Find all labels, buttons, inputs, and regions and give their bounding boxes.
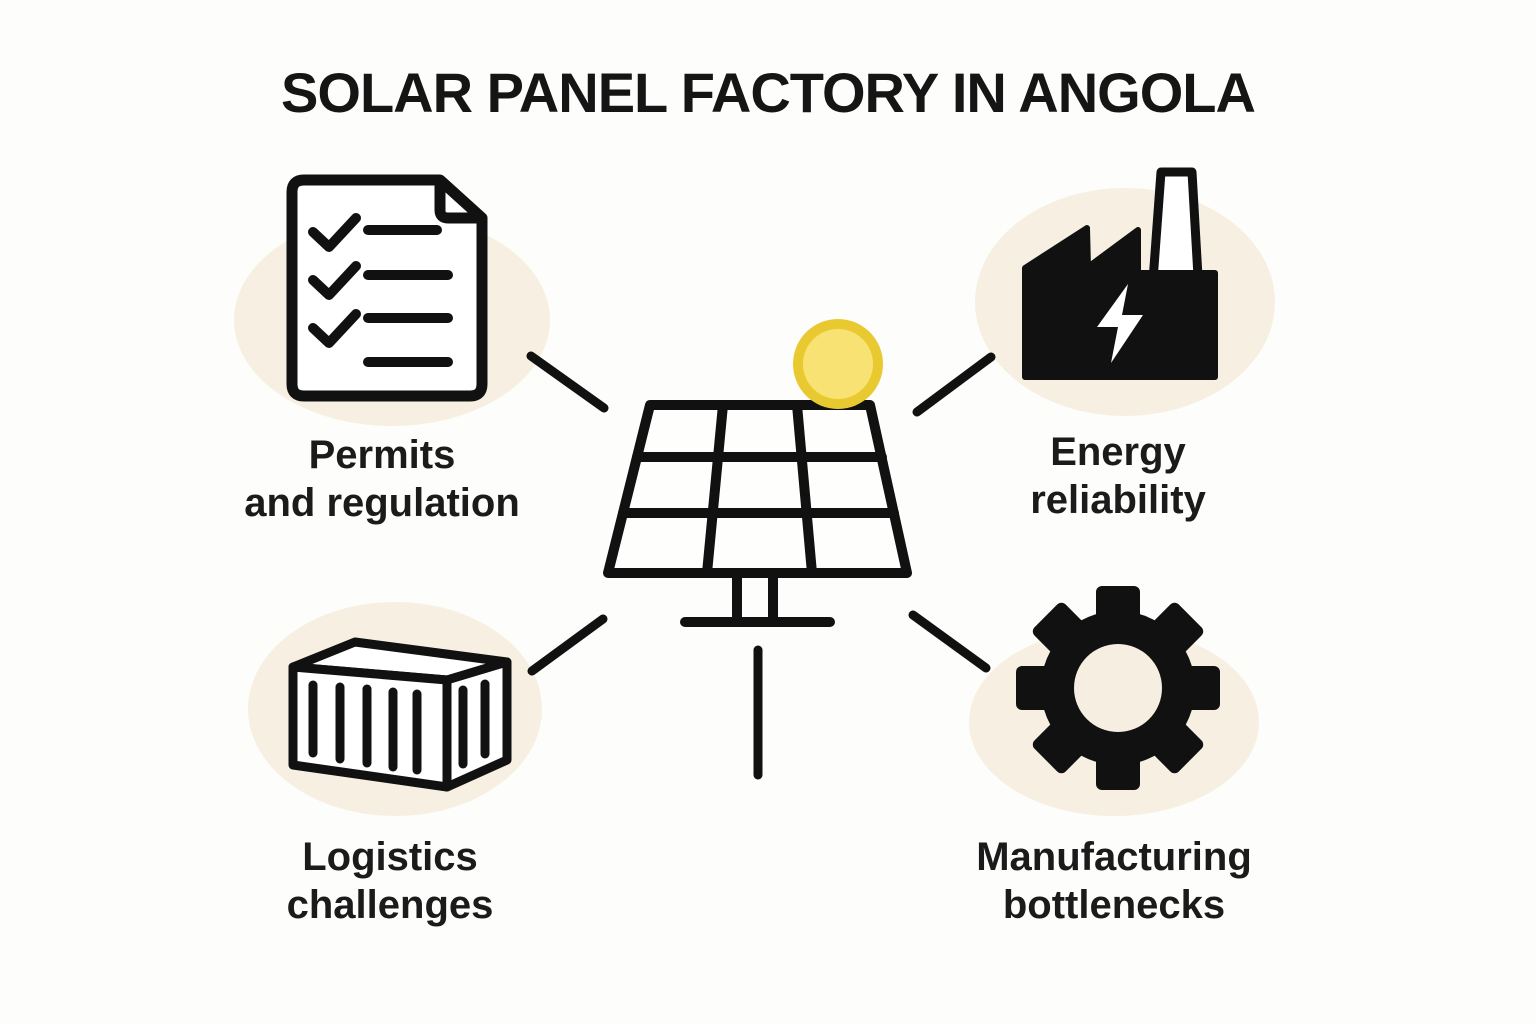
label-manufacturing: Manufacturing bottlenecks [976,833,1252,929]
label-energy-line1: Energy [1050,430,1186,474]
label-logistics: Logistics challenges [287,833,494,929]
label-energy: Energy reliability [1030,428,1206,524]
label-permits-line1: Permits [308,433,456,477]
connector-top-right [912,352,996,417]
connector-top-left [526,351,609,413]
lightning-bolt-icon [1097,284,1143,363]
label-logistics-line1: Logistics [302,835,478,879]
factory-icon [1022,167,1218,380]
sun-icon [793,319,883,409]
connector-bottom-left [527,614,608,676]
connector-bottom-right [908,610,991,673]
label-manufacturing-line2: bottlenecks [1002,883,1226,927]
label-logistics-line2: challenges [286,883,494,927]
gear-icon [1016,586,1220,790]
label-permits: Permits and regulation [244,431,520,527]
container-icon [288,637,512,792]
label-energy-line2: reliability [1030,478,1206,522]
label-manufacturing-line1: Manufacturing [976,835,1252,879]
label-permits-line2: and regulation [244,481,520,525]
page-title: SOLAR PANEL FACTORY IN ANGOLA [281,61,1256,124]
solar-panel-icon [603,319,912,780]
checklist-icon [286,174,488,402]
